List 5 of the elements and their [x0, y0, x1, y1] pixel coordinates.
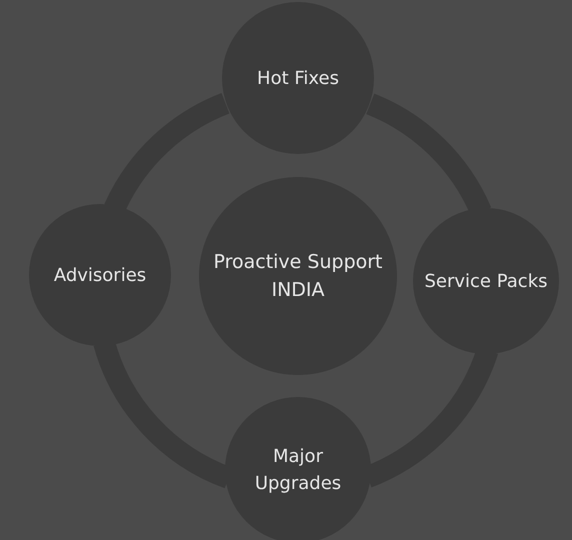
circle-label: Major Upgrades: [254, 445, 342, 496]
circle-label: Hot Fixes: [257, 66, 339, 90]
circle-label: Service Packs: [424, 270, 548, 294]
circle-label: Proactive Support INDIA: [213, 250, 383, 303]
circle-label: Advisories: [54, 264, 146, 288]
